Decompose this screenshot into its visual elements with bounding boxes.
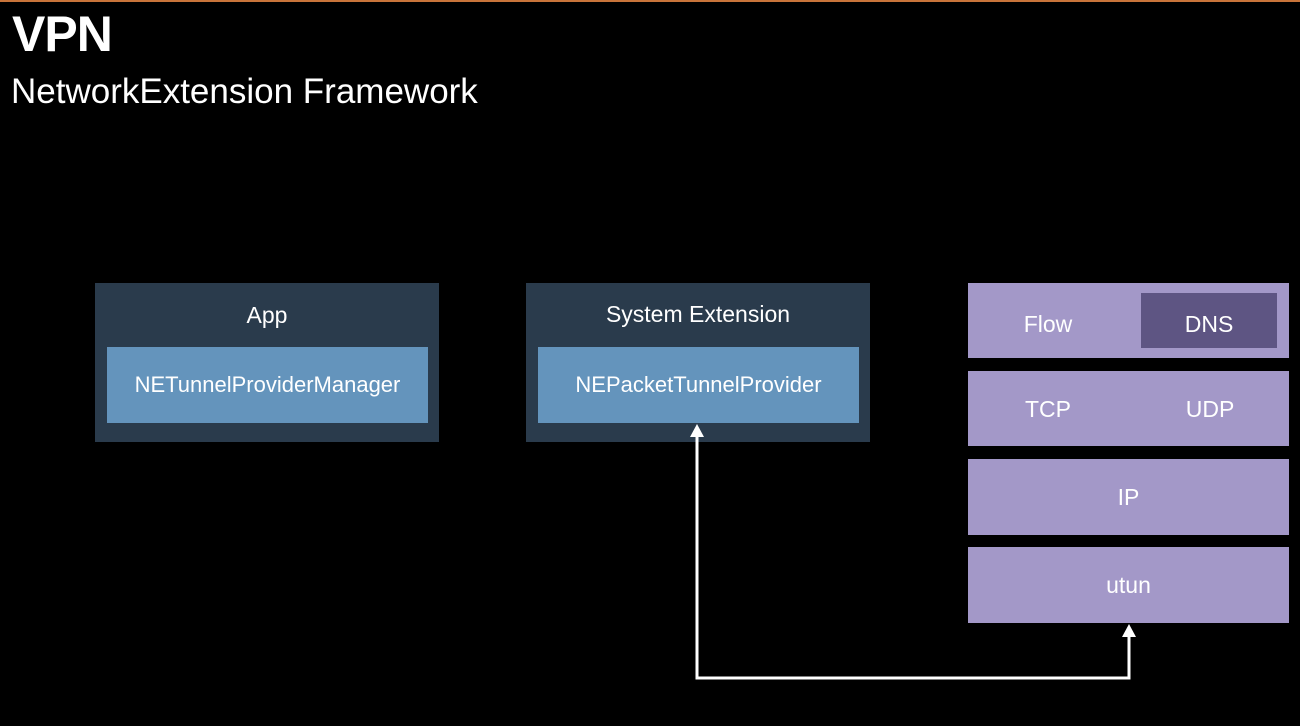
app-panel: App NETunnelProviderManager [95,283,439,442]
dns-label: DNS [1184,311,1234,337]
flow-label: Flow [1023,311,1073,337]
ip-label: IP [1117,484,1140,510]
top-accent-line [0,0,1300,2]
transport-layer [968,371,1289,446]
arrowhead-up-to-provider [690,424,704,437]
udp-label: UDP [1185,396,1235,422]
arrowhead-up-to-utun [1122,624,1136,637]
system-extension-label: System Extension [605,301,791,327]
ip-layer [968,459,1289,535]
utun-layer [968,547,1289,623]
tcp-label: TCP [1025,396,1071,422]
packet-tunnel-provider-box: NEPacketTunnelProvider [538,347,859,423]
utun-to-provider-connector [695,437,1131,680]
dns-box [1141,293,1277,348]
system-extension-panel: System Extension NEPacketTunnelProvider [526,283,870,442]
tunnel-provider-manager-box: NETunnelProviderManager [107,347,428,423]
page-subtitle: NetworkExtension Framework [11,72,478,111]
page-title: VPN [12,6,113,62]
utun-label: utun [1106,572,1151,598]
app-panel-label: App [246,302,288,328]
